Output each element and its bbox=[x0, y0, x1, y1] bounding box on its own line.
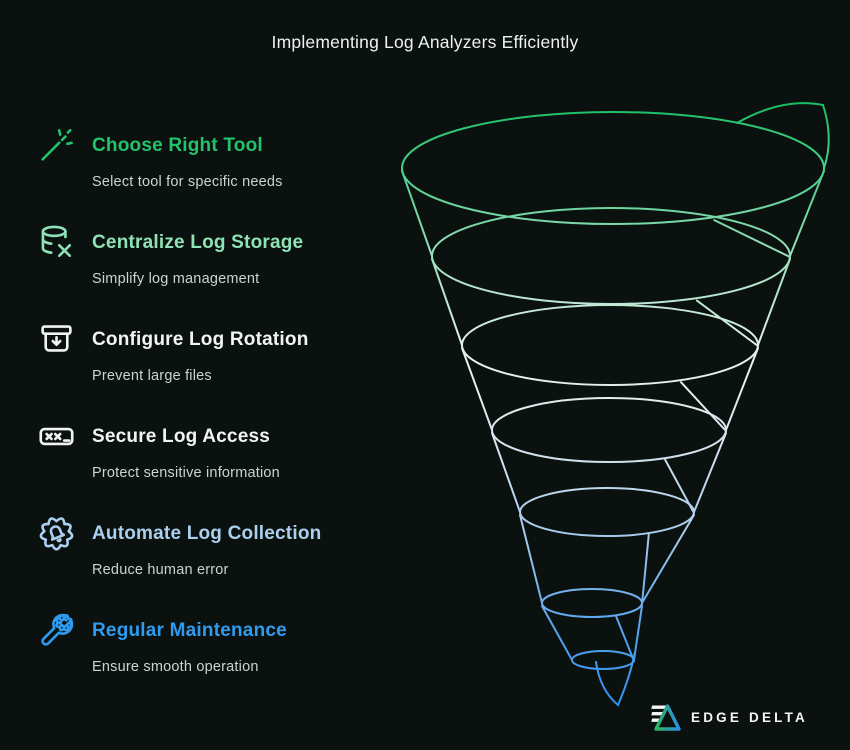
archive-download-icon bbox=[38, 321, 75, 358]
step-texts: Choose Right Tool Select tool for specif… bbox=[92, 127, 283, 191]
database-remove-icon bbox=[38, 224, 75, 261]
brand-logo: EDGE DELTA bbox=[646, 699, 808, 735]
step-title: Secure Log Access bbox=[92, 426, 270, 447]
step-subtitle: Simplify log management bbox=[92, 271, 260, 287]
step-subtitle: Reduce human error bbox=[92, 562, 229, 578]
list-item: Secure Log Access Protect sensitive info… bbox=[38, 418, 321, 515]
wrench-gear-icon bbox=[38, 612, 75, 649]
magic-wand-icon bbox=[38, 127, 75, 164]
step-subtitle: Prevent large files bbox=[92, 368, 212, 384]
step-subtitle: Protect sensitive information bbox=[92, 465, 280, 481]
step-texts: Automate Log Collection Reduce human err… bbox=[92, 515, 321, 579]
edge-delta-logo-icon bbox=[651, 703, 681, 731]
step-subtitle: Select tool for specific needs bbox=[92, 174, 283, 190]
brand-name: EDGE DELTA bbox=[691, 709, 809, 725]
step-title: Configure Log Rotation bbox=[92, 329, 309, 350]
step-title: Regular Maintenance bbox=[92, 620, 287, 641]
step-texts: Secure Log Access Protect sensitive info… bbox=[92, 418, 280, 482]
page-title: Implementing Log Analyzers Efficiently bbox=[271, 32, 579, 52]
gear-bell-icon bbox=[38, 515, 75, 552]
step-title: Choose Right Tool bbox=[92, 135, 263, 156]
list-item: Choose Right Tool Select tool for specif… bbox=[38, 127, 321, 224]
funnel-spiral-graphic bbox=[401, 102, 830, 707]
step-texts: Configure Log Rotation Prevent large fil… bbox=[92, 321, 309, 385]
password-mask-icon bbox=[38, 418, 75, 455]
step-title: Automate Log Collection bbox=[92, 523, 322, 544]
steps-list: Choose Right Tool Select tool for specif… bbox=[38, 127, 321, 709]
step-subtitle: Ensure smooth operation bbox=[92, 659, 259, 675]
list-item: Centralize Log Storage Simplify log mana… bbox=[38, 224, 321, 321]
step-title: Centralize Log Storage bbox=[92, 232, 304, 253]
list-item: Regular Maintenance Ensure smooth operat… bbox=[38, 612, 321, 709]
list-item: Automate Log Collection Reduce human err… bbox=[38, 515, 321, 612]
step-texts: Centralize Log Storage Simplify log mana… bbox=[92, 224, 303, 288]
list-item: Configure Log Rotation Prevent large fil… bbox=[38, 321, 321, 418]
step-texts: Regular Maintenance Ensure smooth operat… bbox=[92, 612, 287, 676]
